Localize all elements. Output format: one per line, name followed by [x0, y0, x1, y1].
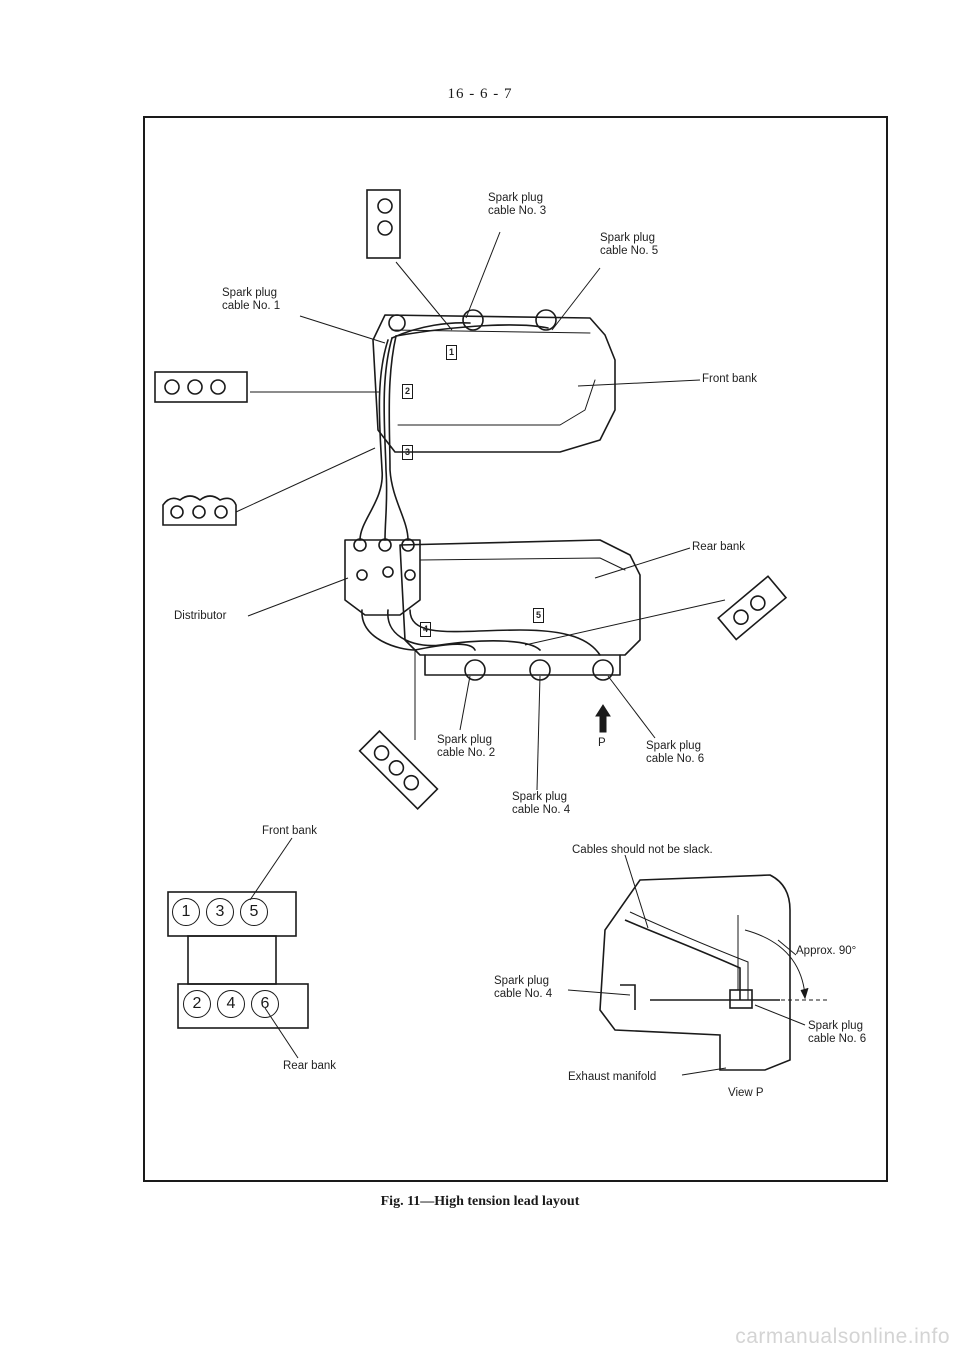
page-number: 16 - 6 - 7	[447, 86, 513, 102]
clamp-number-5: 5	[533, 608, 545, 623]
cylinder-6: 6	[251, 990, 279, 1018]
label-rear-bank: Rear bank	[692, 541, 746, 553]
front-bank-head	[372, 314, 616, 453]
cylinder-5: 5	[240, 898, 268, 926]
watermark: carmanualsonline.info	[735, 1325, 950, 1348]
front-cylinder-row: 1 3 5	[172, 898, 268, 926]
clamp-number-1: 1	[446, 345, 458, 360]
clamp-number-2: 2	[402, 384, 414, 399]
cylinder-1: 1	[172, 898, 200, 926]
rear-bank-head	[399, 539, 641, 656]
clamp-label-group-left	[154, 371, 246, 403]
clamp-detail-bottom	[358, 729, 439, 810]
view-p-note: Cables should not be slack.	[572, 844, 713, 856]
cylinder-2: 2	[183, 990, 211, 1018]
label-view-p-arrow: P	[598, 737, 606, 749]
view-p-arrow	[595, 704, 611, 733]
view-p-angle: Approx. 90°	[796, 945, 857, 957]
cylinder-3: 3	[206, 898, 234, 926]
clamp-number-4: 4	[420, 622, 432, 637]
view-p-exhaust: Exhaust manifold	[568, 1071, 657, 1083]
cylinder-4: 4	[217, 990, 245, 1018]
bank-diagram-front-label: Front bank	[262, 825, 317, 837]
bank-diagram-rear-label: Rear bank	[283, 1060, 337, 1072]
rear-bank-box	[177, 983, 309, 1029]
clamp-detail-right	[717, 575, 788, 641]
rear-cylinder-row: 2 4 6	[183, 990, 279, 1018]
label-front-bank: Front bank	[702, 373, 757, 385]
figure-caption: Fig. 11—High tension lead layout	[380, 1194, 580, 1209]
label-distributor: Distributor	[174, 610, 227, 622]
figure-frame	[143, 116, 888, 1182]
view-p-title: View P	[728, 1087, 764, 1099]
distributor-body	[344, 539, 421, 616]
view-p-head	[599, 874, 791, 1071]
clamp-number-3: 3	[402, 445, 414, 460]
